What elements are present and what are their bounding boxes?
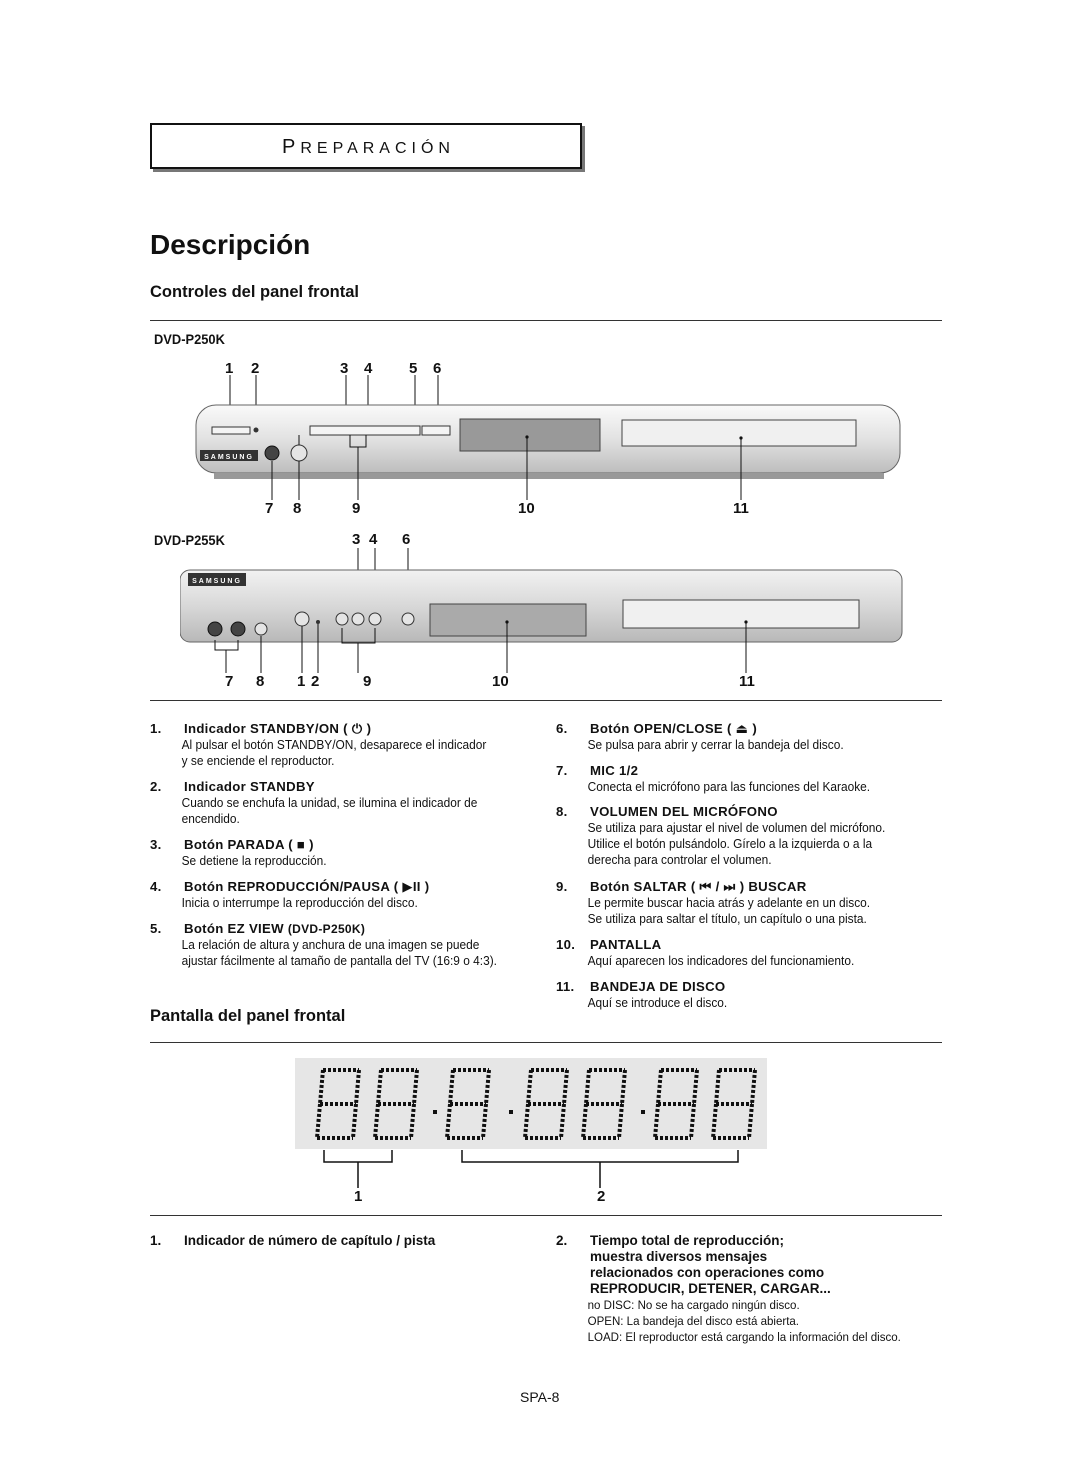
page-title: Descripción — [150, 229, 311, 260]
control-item-7: 7.MIC 1/2 Conecta el micrófono para las … — [556, 763, 871, 794]
callout-num: 2 — [597, 1188, 606, 1205]
callout-num: 6 — [433, 360, 442, 377]
divider — [150, 1215, 942, 1216]
divider — [150, 1042, 942, 1043]
control-item-9: 9.Botón SALTAR ( ⏮ / ⏭ ) BUSCAR Le permi… — [556, 879, 871, 926]
control-item-8: 8.VOLUMEN DEL MICRÓFONO Se utiliza para … — [556, 804, 886, 867]
callout-num: 2 — [251, 360, 260, 377]
callout-num: 4 — [369, 531, 378, 548]
callout-num: 11 — [739, 673, 755, 690]
seven-segment-digits — [315, 1068, 757, 1140]
callout-num: 3 — [340, 360, 349, 377]
control-item-2: 2.Indicador STANDBY Cuando se enchufa la… — [150, 779, 478, 826]
callout-num: 4 — [364, 360, 373, 377]
callout-num: 7 — [265, 500, 274, 517]
callout-num: 8 — [256, 673, 265, 690]
callout-num: 6 — [402, 531, 411, 548]
svg-text:SAMSUNG: SAMSUNG — [204, 454, 254, 461]
dvd-p250k-front-panel: SAMSUNG — [195, 375, 901, 500]
callout-num: 1 — [354, 1188, 363, 1205]
control-item-6: 6.Botón OPEN/CLOSE ( ⏏ ) Se pulsa para a… — [556, 721, 844, 752]
control-item-4: 4.Botón REPRODUCCIÓN/PAUSA ( ▶II ) Inici… — [150, 879, 430, 910]
divider — [150, 700, 942, 701]
section-header: PREPARACIÓN — [282, 136, 455, 158]
callout-num: 9 — [352, 500, 361, 517]
control-item-3: 3.Botón PARADA ( ■ ) Se detiene la repro… — [150, 837, 327, 868]
display-item-2: 2.Tiempo total de reproducción; muestra … — [556, 1233, 901, 1344]
section-header-box: PREPARACIÓN — [150, 123, 582, 169]
callout-num: 1 — [297, 673, 306, 690]
callout-num: 1 — [225, 360, 234, 377]
display-brackets — [323, 1150, 739, 1188]
callout-num: 8 — [293, 500, 302, 517]
display-heading: Pantalla del panel frontal — [150, 1007, 346, 1025]
callout-num: 5 — [409, 360, 418, 377]
callout-num: 11 — [733, 500, 749, 517]
model-label-b: DVD-P255K — [154, 532, 225, 548]
divider — [150, 320, 942, 321]
control-item-10: 10.PANTALLA Aquí aparecen los indicadore… — [556, 937, 855, 968]
callout-num: 2 — [311, 673, 320, 690]
svg-text:SAMSUNG: SAMSUNG — [192, 578, 242, 585]
callout-num: 10 — [492, 673, 509, 690]
callout-num: 10 — [518, 500, 535, 517]
page-number: SPA-8 — [520, 1389, 560, 1405]
control-item-1: 1.Indicador STANDBY/ON ( ⏻ ) Al pulsar e… — [150, 721, 487, 768]
dvd-p255k-front-panel: SAMSUNG — [180, 548, 903, 673]
callout-num: 3 — [352, 531, 361, 548]
callout-num: 7 — [225, 673, 234, 690]
callout-num: 9 — [363, 673, 372, 690]
front-controls-heading: Controles del panel frontal — [150, 283, 360, 301]
control-item-5: 5.Botón EZ VIEW (DVD-P250K) La relación … — [150, 921, 497, 968]
control-item-11: 11.BANDEJA DE DISCO Aquí se introduce el… — [556, 979, 728, 1010]
display-item-1: 1.Indicador de número de capítulo / pist… — [150, 1233, 436, 1248]
model-label-a: DVD-P250K — [154, 331, 225, 347]
